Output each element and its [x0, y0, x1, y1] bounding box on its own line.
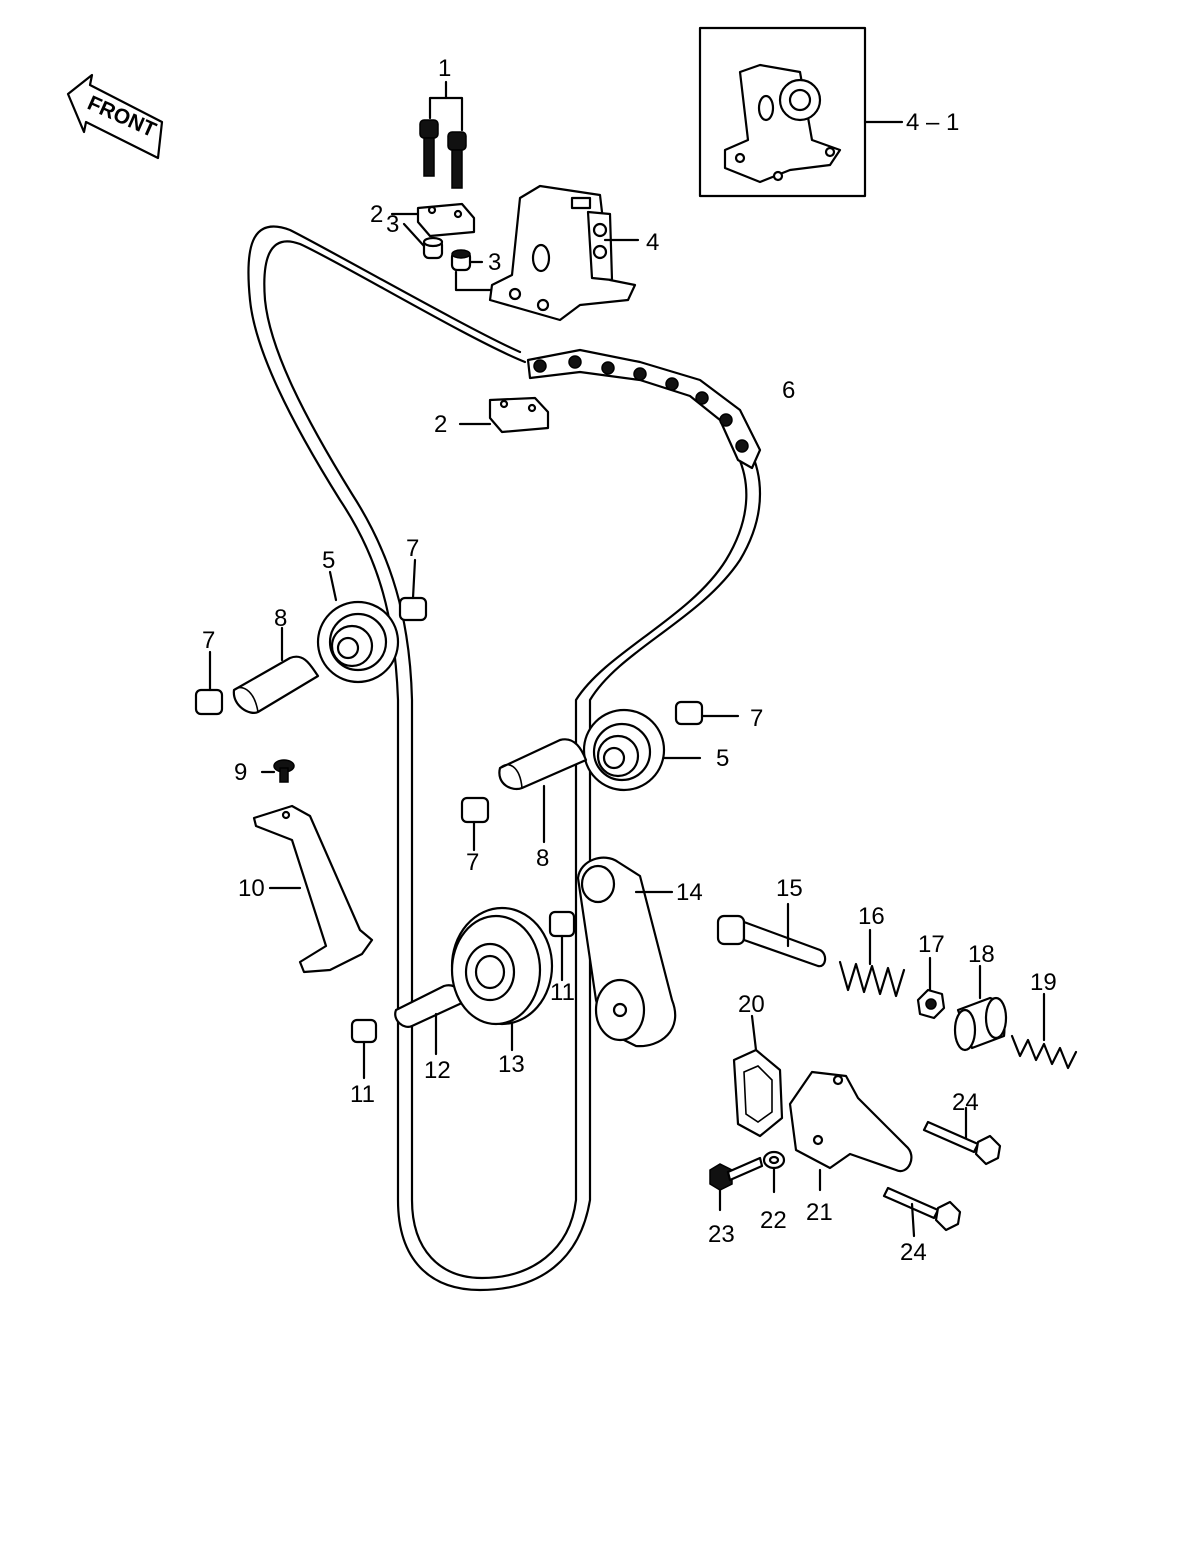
callout-7-left: 7	[202, 627, 215, 654]
screw-icon	[273, 759, 295, 783]
callout-5-right: 5	[716, 745, 729, 772]
callout-13: 13	[498, 1051, 525, 1078]
guide-plate-icon	[416, 202, 476, 238]
chain-guide-bracket-icon	[488, 184, 637, 322]
sprocket-icon	[582, 708, 666, 792]
callout-3-right: 3	[488, 249, 501, 276]
roller-chain-segment	[526, 348, 762, 470]
flange-bolt-icon	[922, 1120, 1002, 1166]
callout-20: 20	[738, 991, 765, 1018]
tensioner-bracket-icon	[252, 804, 374, 974]
callout-6: 6	[782, 377, 795, 404]
callout-4: 4	[646, 229, 659, 256]
tensioner-arm-icon	[576, 856, 677, 1048]
callout-1: 1	[438, 55, 451, 82]
callout-7-right: 7	[750, 705, 763, 732]
callout-11-left: 11	[350, 1081, 375, 1108]
damper-block-icon	[548, 910, 576, 938]
idler-pulley-icon	[450, 906, 554, 1026]
bolt-icon	[419, 119, 439, 177]
tensioner-pin-icon	[716, 914, 827, 968]
damper-block-icon	[460, 796, 490, 824]
washer-icon	[762, 1150, 786, 1170]
flange-bolt-icon	[709, 1156, 764, 1191]
spring-icon	[838, 960, 906, 998]
callout-2-top: 2	[370, 201, 383, 228]
callout-10: 10	[238, 875, 265, 902]
nut-icon	[916, 988, 946, 1020]
guide-shoe-icon	[394, 984, 466, 1028]
damper-block-icon	[674, 700, 704, 726]
guide-shoe-icon	[498, 738, 588, 791]
callout-3-left: 3	[386, 211, 399, 238]
callout-8-left: 8	[274, 605, 287, 632]
callout-4-1: 4 – 1	[906, 109, 959, 136]
chain-guide-assembly-icon	[723, 63, 842, 184]
flange-bolt-icon	[882, 1186, 962, 1232]
tensioner-housing-icon	[788, 1070, 913, 1173]
callout-7-lower: 7	[466, 849, 479, 876]
callout-5-left: 5	[322, 547, 335, 574]
callout-19: 19	[1030, 969, 1057, 996]
damper-block-icon	[350, 1018, 378, 1044]
inset-box	[698, 26, 904, 198]
guide-plate-icon	[488, 396, 550, 434]
callout-21: 21	[806, 1199, 833, 1226]
callout-15: 15	[776, 875, 803, 902]
callout-2-lower: 2	[434, 411, 447, 438]
guide-shoe-icon	[232, 655, 320, 714]
collar-icon	[450, 249, 472, 272]
callout-24-lower: 24	[900, 1239, 927, 1266]
callout-9: 9	[234, 759, 247, 786]
callout-22: 22	[760, 1207, 787, 1234]
callout-8-right: 8	[536, 845, 549, 872]
callout-24-upper: 24	[952, 1089, 979, 1116]
front-arrow-icon: FRONT	[66, 73, 164, 160]
callout-7-upper: 7	[406, 535, 419, 562]
callout-18: 18	[968, 941, 995, 968]
callout-23: 23	[708, 1221, 735, 1248]
damper-block-icon	[398, 596, 428, 622]
collar-icon	[422, 236, 444, 260]
damper-block-icon	[194, 688, 224, 716]
spring-icon	[1010, 1034, 1078, 1070]
bolt-icon	[447, 131, 467, 189]
callout-14: 14	[676, 879, 703, 906]
gasket-icon	[732, 1048, 784, 1138]
callout-12: 12	[424, 1057, 451, 1084]
sprocket-icon	[316, 600, 400, 684]
timing-chain-loop	[247, 225, 762, 1292]
collar-icon	[953, 996, 1008, 1052]
callout-16: 16	[858, 903, 885, 930]
callout-17: 17	[918, 931, 945, 958]
callout-11-right: 11	[550, 979, 575, 1006]
